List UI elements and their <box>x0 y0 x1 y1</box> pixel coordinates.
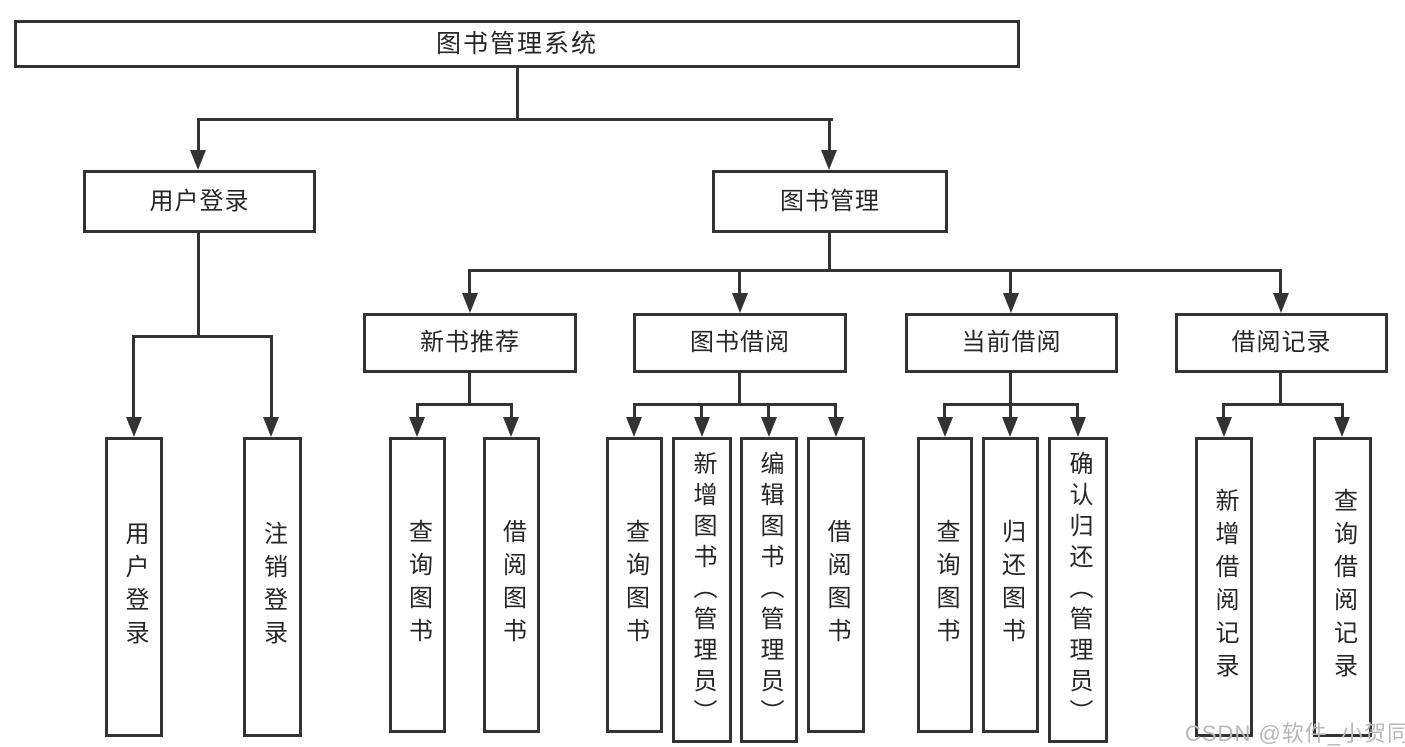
edge-line <box>834 403 837 419</box>
edge-line <box>270 335 273 419</box>
edge-line <box>197 118 200 152</box>
node-edit-book-admin: 编辑图书（管理员） <box>740 437 798 743</box>
edge-line <box>516 68 519 120</box>
edge-line <box>1009 403 1012 419</box>
edge-line <box>828 118 831 152</box>
node-label: 图书借阅 <box>690 329 790 356</box>
node-add-book-admin: 新增图书（管理员） <box>672 437 732 743</box>
node-label: 用户登录 <box>121 521 148 653</box>
edge-line <box>828 233 831 271</box>
node-borrow-records: 借阅记录 <box>1175 313 1388 373</box>
node-query-books: 查询图书 <box>606 437 663 733</box>
edge-line <box>633 403 837 406</box>
arrow-down-icon <box>1002 417 1018 437</box>
edge-line <box>1279 269 1282 295</box>
arrow-down-icon <box>263 417 279 437</box>
edge-line <box>1009 373 1012 405</box>
node-book-borrow: 图书借阅 <box>633 313 847 373</box>
arrow-down-icon <box>1003 293 1019 313</box>
node-label: 借阅图书 <box>823 519 850 651</box>
node-book-management: 图书管理 <box>712 170 948 233</box>
arrow-down-icon <box>761 417 777 437</box>
edge-line <box>633 403 636 419</box>
node-label: 用户登录 <box>149 187 250 215</box>
edge-line <box>1279 373 1282 405</box>
node-label: 查询图书 <box>932 519 959 651</box>
node-label: 图书管理系统 <box>435 29 598 58</box>
node-label: 注销登录 <box>259 521 287 653</box>
arrow-down-icon <box>190 150 206 170</box>
node-new-book-recommend: 新书推荐 <box>363 313 577 373</box>
node-label: 查询借阅记录 <box>1329 488 1357 686</box>
edge-line <box>1222 403 1225 419</box>
edge-line <box>468 373 471 405</box>
edge-line <box>738 269 741 295</box>
node-label: 借阅图书 <box>498 519 526 651</box>
node-return-book: 归还图书 <box>982 437 1039 733</box>
edge-line <box>510 403 513 419</box>
edge-line <box>197 233 200 337</box>
node-label: 确认归还（管理员） <box>1065 450 1092 730</box>
arrow-down-icon <box>1070 417 1086 437</box>
arrow-down-icon <box>1273 293 1289 313</box>
edge-line <box>468 269 471 295</box>
edge-line <box>943 403 946 419</box>
arrow-down-icon <box>1334 417 1350 437</box>
arrow-down-icon <box>626 417 642 437</box>
arrow-down-icon <box>462 293 478 313</box>
edge-line <box>132 335 273 338</box>
node-user-login-leaf: 用户登录 <box>105 437 163 737</box>
edge-line <box>700 403 703 419</box>
edge-line <box>738 373 741 405</box>
arrow-down-icon <box>126 417 142 437</box>
edge-line <box>197 118 833 121</box>
arrow-down-icon <box>409 417 425 437</box>
arrow-down-icon <box>828 417 844 437</box>
node-borrow-book: 借阅图书 <box>807 437 865 733</box>
node-add-borrow-record: 新增借阅记录 <box>1195 437 1253 737</box>
node-label: 查询图书 <box>404 519 432 651</box>
arrow-down-icon <box>732 293 748 313</box>
edge-line <box>132 335 135 419</box>
node-label: 借阅记录 <box>1231 329 1332 356</box>
arrow-down-icon <box>937 417 953 437</box>
node-current-borrow: 当前借阅 <box>905 313 1118 373</box>
node-query-books: 查询图书 <box>917 437 973 733</box>
edge-line <box>416 403 512 406</box>
node-logout: 注销登录 <box>243 437 302 737</box>
node-label: 查询图书 <box>621 519 649 651</box>
node-query-books: 查询图书 <box>389 437 446 733</box>
node-label: 编辑图书（管理员） <box>756 450 783 730</box>
csdn-watermark: CSDN @软件_小贺同学 <box>1185 721 1405 746</box>
edge-line <box>1076 403 1079 419</box>
node-label: 当前借阅 <box>961 329 1062 356</box>
edge-line <box>1009 269 1012 295</box>
arrow-down-icon <box>503 417 519 437</box>
node-label: 新书推荐 <box>420 329 520 356</box>
edge-line <box>468 269 1282 272</box>
node-label: 新增图书（管理员） <box>689 450 716 730</box>
edge-line <box>767 403 770 419</box>
edge-line <box>1222 403 1343 406</box>
arrow-down-icon <box>694 417 710 437</box>
node-label: 图书管理 <box>780 187 880 215</box>
node-borrow-book: 借阅图书 <box>483 437 540 733</box>
node-label: 归还图书 <box>997 519 1025 651</box>
node-confirm-return-admin: 确认归还（管理员） <box>1048 437 1108 743</box>
edge-line <box>416 403 419 419</box>
arrow-down-icon <box>821 150 837 170</box>
node-label: 新增借阅记录 <box>1211 488 1238 686</box>
node-query-borrow-record: 查询借阅记录 <box>1313 437 1372 737</box>
node-root: 图书管理系统 <box>14 20 1020 68</box>
edge-line <box>1341 403 1344 419</box>
node-user-login: 用户登录 <box>83 170 316 233</box>
arrow-down-icon <box>1216 417 1232 437</box>
